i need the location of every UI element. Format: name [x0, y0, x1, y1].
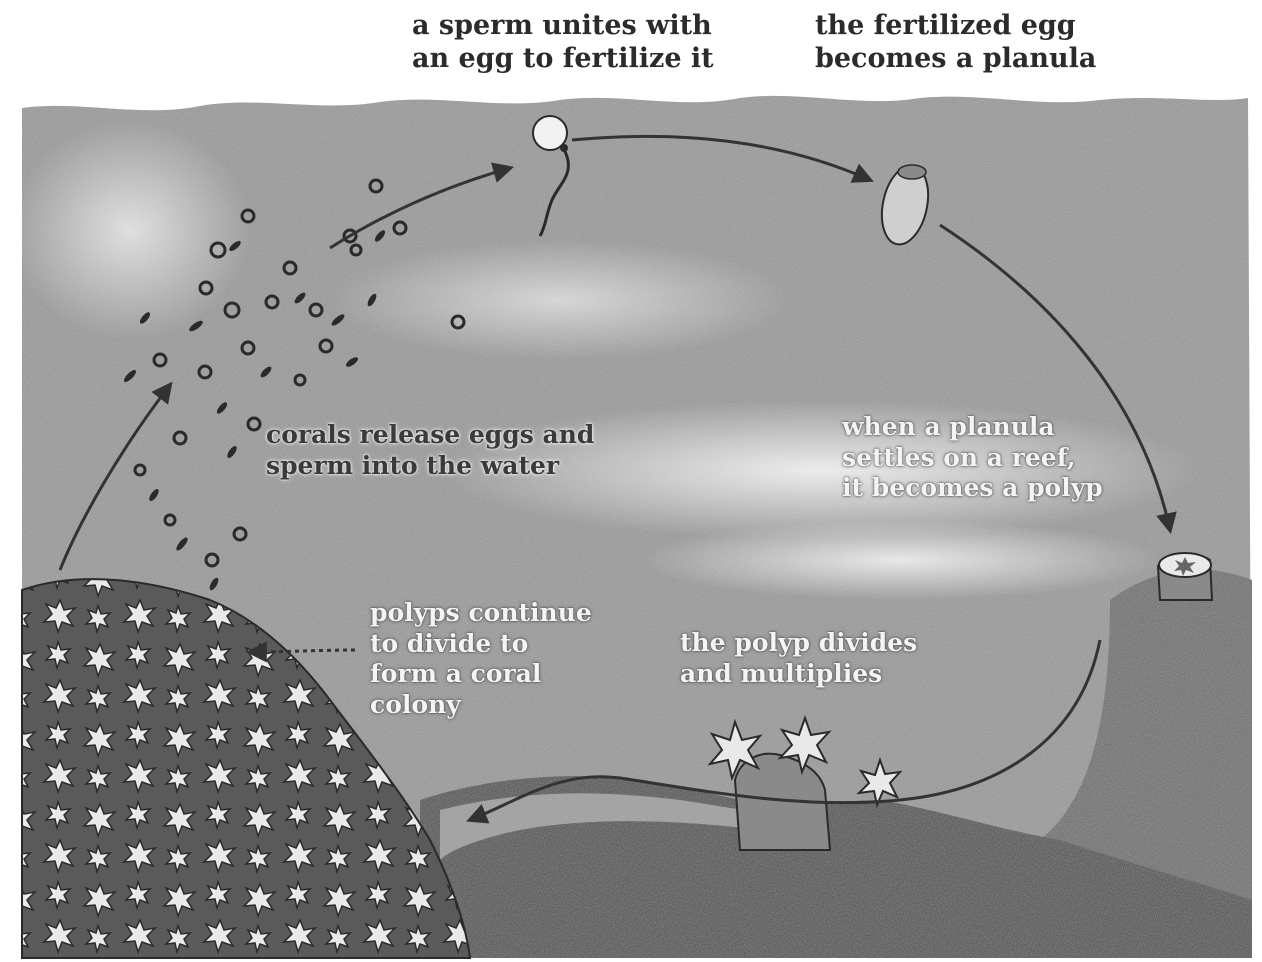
light-patch-lower [640, 520, 1160, 600]
caption-divides: the polyp divides and multiplies [680, 628, 917, 689]
caption-sperm-unites: a sperm unites with an egg to fertilize … [412, 10, 714, 76]
caption-fertilized-egg: the fertilized egg becomes a planula [815, 10, 1096, 76]
caption-release: corals release eggs and sperm into the w… [266, 420, 594, 481]
light-patch-upper [330, 240, 790, 360]
light-patch-left [10, 120, 250, 340]
caption-colony: polyps continue to divide to form a cora… [370, 598, 592, 720]
caption-settles: when a planula settles on a reef, it bec… [842, 412, 1103, 504]
settled-polyp [1158, 553, 1212, 600]
